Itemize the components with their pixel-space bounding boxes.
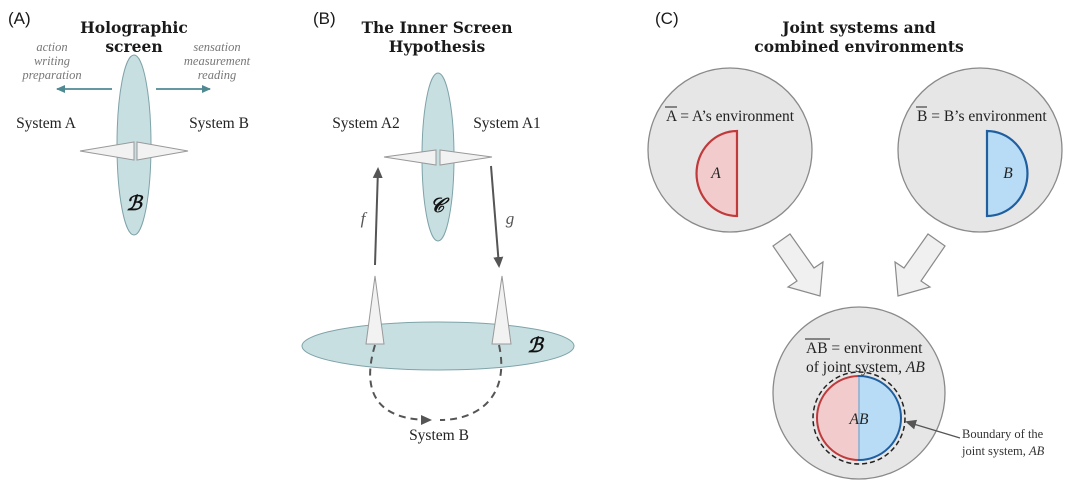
panel-a-left-cone (79, 141, 135, 161)
panel-a-op-left-1: action (36, 40, 67, 54)
joint-env-line2-prefix: of joint system, (806, 359, 906, 376)
joint-system-label: AB (849, 411, 869, 428)
panel-c-title-line2: combined environments (754, 37, 964, 56)
panel-b-right-cone (439, 149, 493, 166)
env-a-rest: = A’s environment (676, 108, 794, 125)
joint-env-line2-sys: AB (905, 359, 925, 376)
env-b-rest: = B’s environment (927, 108, 1047, 125)
joint-env-rest: = environment (828, 340, 924, 357)
joint-env-label: AB = environment (806, 340, 923, 357)
system-b-shape (985, 129, 1029, 218)
panel-a-title-line1: Holographic (80, 18, 188, 37)
boundary-label-line2: joint system, AB (961, 444, 1045, 458)
panel-b-map-f: f (361, 209, 368, 228)
joint-env-bar: AB (806, 340, 828, 357)
panel-a-op-right-3: reading (198, 68, 236, 82)
combine-arrow-right (894, 233, 946, 297)
panel-b-up-cone-left (365, 275, 385, 345)
panel-a-system-a: System A (16, 115, 77, 132)
panel-b-arrow-f (372, 167, 383, 266)
panel-c-title-line1: Joint systems and (780, 18, 936, 37)
env-b-circle (897, 67, 1063, 233)
panel-b-system-a2: System A2 (332, 115, 400, 132)
panel-b-system-a1: System A1 (473, 115, 541, 132)
panel-b-system-b: System B (409, 427, 469, 444)
system-a-shape (695, 129, 739, 218)
panel-b-dashed-path-right (439, 344, 503, 421)
panel-b: (B) The Inner Screen Hypothesis System A… (301, 9, 575, 444)
panel-c: (C) Joint systems and combined environme… (647, 9, 1063, 480)
panel-b-title-line2: Hypothesis (389, 37, 486, 56)
env-a-bar: A (666, 108, 678, 125)
env-b-bar: B (917, 108, 927, 125)
panel-a-right-cone (136, 141, 189, 161)
panel-b-label: (B) (313, 9, 336, 28)
panel-b-arrow-g (490, 165, 504, 268)
env-a-label: A = A’s environment (666, 108, 795, 125)
system-b-label: B (1003, 165, 1013, 182)
panel-c-label: (C) (655, 9, 679, 28)
panel-b-outer-screen-symbol: ℬ (527, 333, 545, 357)
panel-a-title-line2: screen (105, 37, 162, 56)
system-a-label: A (710, 165, 721, 182)
panel-a-screen-symbol: ℬ (126, 191, 144, 215)
joint-boundary (812, 371, 906, 465)
panel-b-up-cone-right (491, 275, 512, 345)
panel-a-op-right-1: sensation (193, 40, 240, 54)
panel-a-op-left-3: preparation (21, 68, 81, 82)
panel-a-system-b: System B (189, 115, 249, 132)
panel-a-label: (A) (8, 9, 31, 28)
joint-half-a (816, 374, 860, 462)
panel-a-op-left-2: writing (34, 54, 70, 68)
boundary-label-line2-prefix: joint system, (961, 444, 1029, 458)
env-b-label: B = B’s environment (917, 108, 1047, 125)
panel-a: (A) Holographic screen action writing pr… (8, 9, 251, 236)
boundary-label-line1: Boundary of the (962, 427, 1044, 441)
boundary-label-line2-sys: AB (1028, 444, 1045, 458)
boundary-pointer (905, 419, 961, 439)
panel-b-left-cone (383, 149, 437, 166)
panel-b-dashed-path-left (369, 344, 432, 425)
panel-b-title-line1: The Inner Screen (361, 18, 512, 37)
joint-half-b (858, 374, 902, 462)
panel-a-op-right-2: measurement (184, 54, 251, 68)
combine-arrow-left (772, 233, 824, 297)
panel-b-map-g: g (506, 209, 515, 228)
joint-env-line2: of joint system, AB (806, 359, 925, 376)
